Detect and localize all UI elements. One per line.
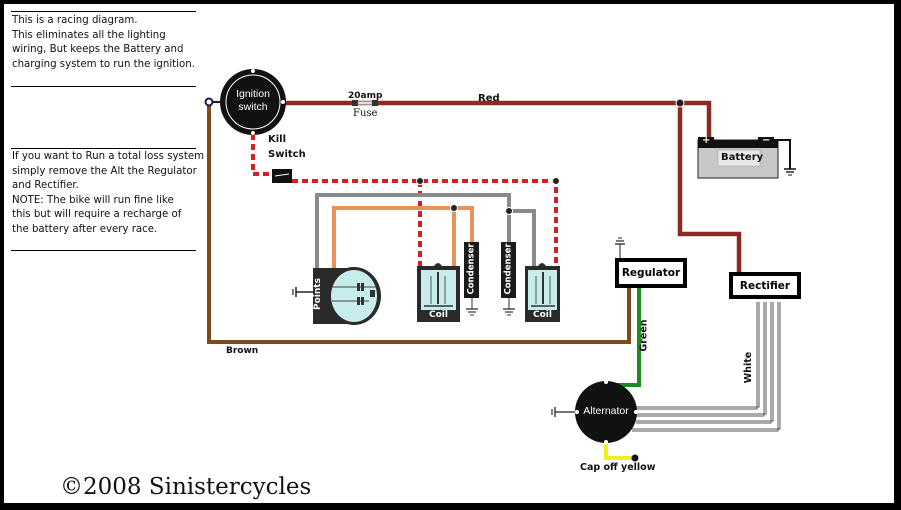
- battery-plus: +: [702, 135, 711, 146]
- fuse-rating-label: 20amp: [348, 91, 383, 101]
- rectifier-box: Rectifier: [729, 272, 801, 299]
- note-divider-top: [11, 11, 196, 12]
- note-divider: [11, 148, 196, 149]
- alternator-label: Alternator: [583, 405, 629, 417]
- wiring-diagram: This is a racing diagram. This eliminate…: [4, 4, 894, 503]
- junction-dot: [505, 207, 513, 215]
- condenser-right-icon: [501, 242, 516, 316]
- white-wire-bundle: [632, 302, 781, 432]
- kill-switch-label: Kill Switch: [268, 134, 306, 160]
- coil-right-label: Coil: [533, 310, 552, 320]
- condenser-left-icon: [464, 242, 479, 316]
- fuse-icon: [352, 100, 378, 106]
- condenser-left-label: Condenser: [466, 243, 477, 295]
- alternator-icon: [551, 380, 638, 444]
- intro-note: This is a racing diagram. This eliminate…: [12, 15, 195, 70]
- ignition-switch-icon: [220, 69, 286, 135]
- red-wire-battery: [680, 100, 712, 140]
- regulator-box: Regulator: [615, 258, 687, 288]
- green-wire-label: Green: [638, 319, 650, 352]
- fuse-label: Fuse: [353, 108, 378, 119]
- yellow-wire: [604, 444, 634, 460]
- wiring-svg: [204, 69, 796, 462]
- coil-right-icon: [525, 263, 560, 322]
- junction-dot: [675, 98, 685, 108]
- cap-off-yellow-label: Cap off yellow: [580, 462, 656, 473]
- orange-wire: [332, 206, 474, 268]
- white-wire-label: White: [743, 351, 755, 384]
- red-wire: [284, 100, 742, 272]
- red-wire-label: Red: [478, 93, 500, 104]
- cap-off-dot: [631, 454, 639, 462]
- battery-icon: [697, 137, 796, 179]
- junction-dot: [552, 177, 560, 185]
- rectifier-label: Rectifier: [739, 279, 791, 292]
- copyright: ©2008 Sinistercycles: [60, 474, 312, 500]
- kill-switch-icon: [272, 169, 292, 183]
- red-dashed-wire: [251, 124, 272, 176]
- ignition-switch-label: Ignition switch: [236, 88, 270, 113]
- terminal-dot: [204, 97, 214, 107]
- note-divider: [11, 86, 196, 87]
- junction-dot: [450, 204, 458, 212]
- battery-label: Battery: [721, 152, 764, 163]
- points-icon: [292, 267, 381, 325]
- gray-wire: [509, 209, 536, 266]
- brown-wire: [207, 102, 631, 344]
- junction-dot: [416, 177, 424, 185]
- total-loss-note: If you want to Run a total loss system s…: [12, 151, 205, 235]
- battery-minus: −: [762, 135, 771, 146]
- coil-left-icon: [417, 263, 460, 322]
- condenser-right-label: Condenser: [503, 243, 514, 295]
- points-label: Points: [312, 278, 323, 310]
- regulator-label: Regulator: [621, 267, 681, 279]
- note-divider: [11, 250, 196, 251]
- brown-wire-label: Brown: [226, 346, 259, 356]
- gray-wire: [315, 193, 511, 268]
- coil-left-label: Coil: [429, 310, 448, 320]
